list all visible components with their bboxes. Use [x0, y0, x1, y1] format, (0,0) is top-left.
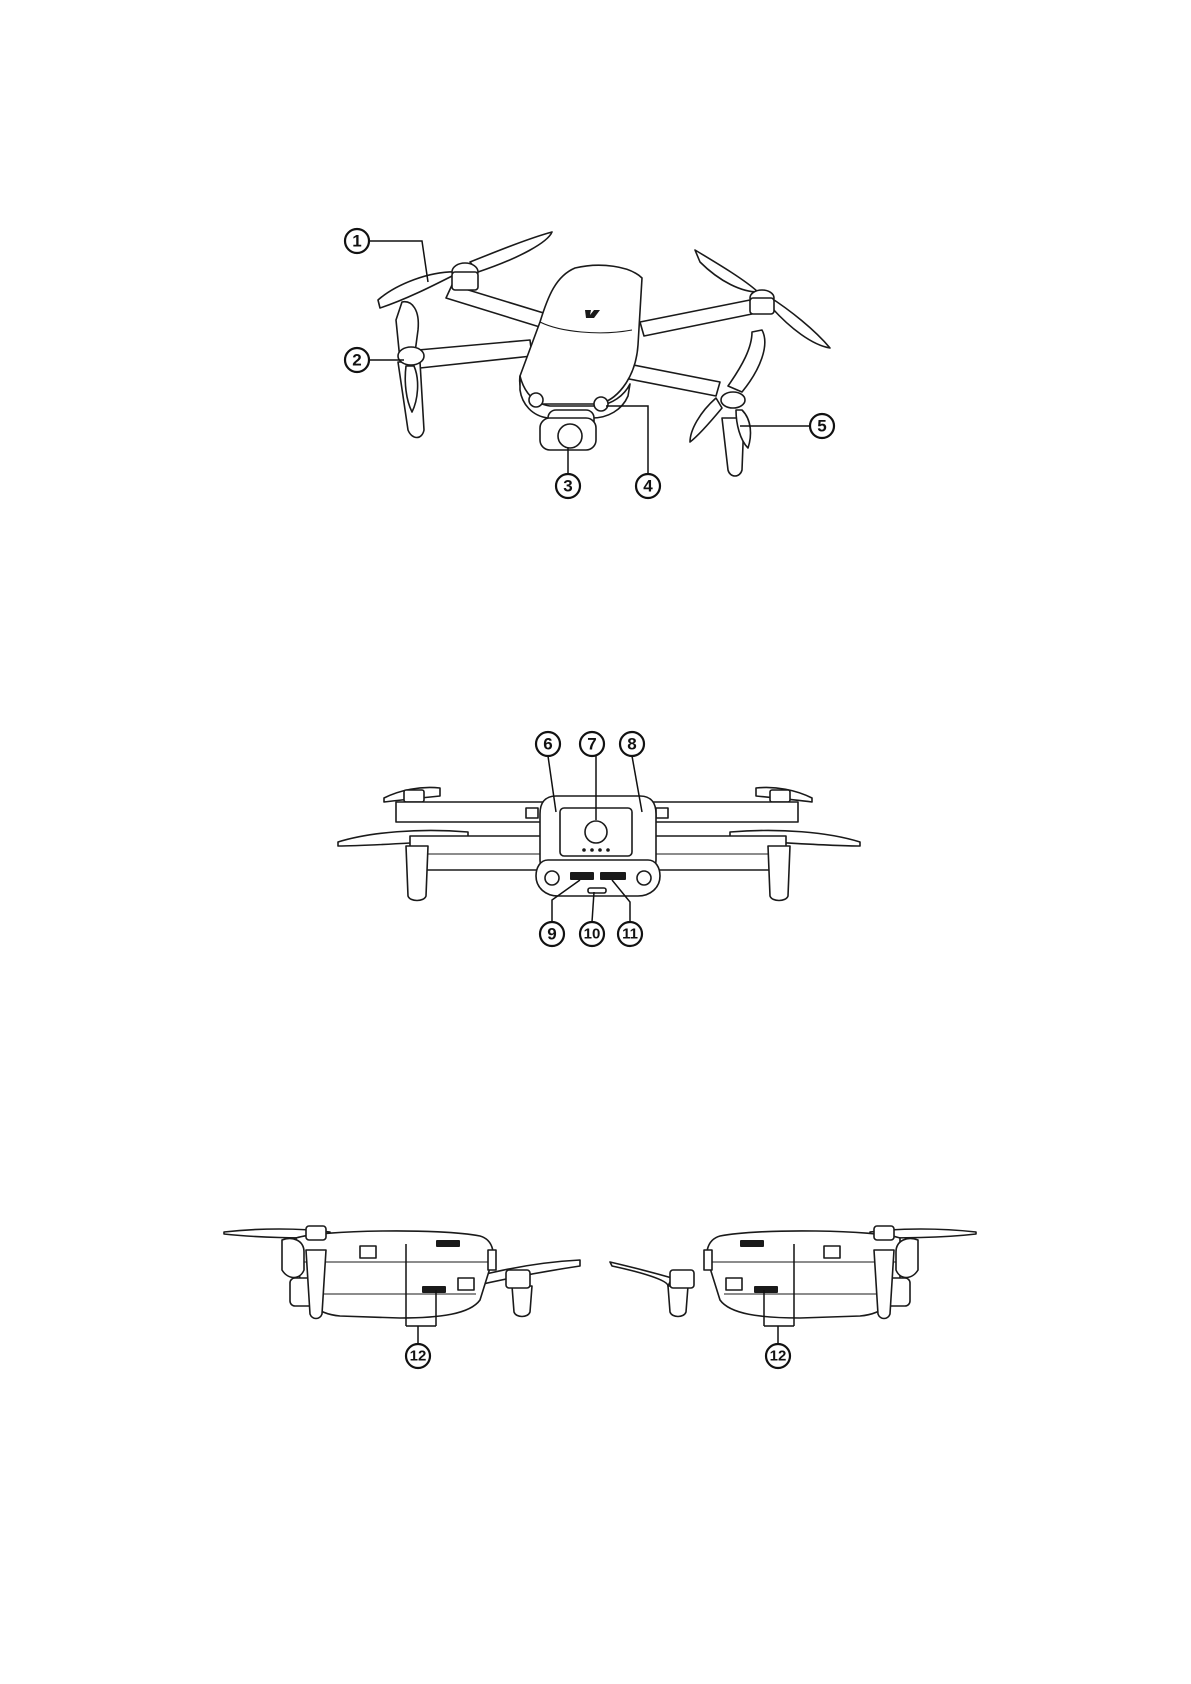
callout-5: 5 [810, 414, 834, 438]
callout-11: 11 [618, 922, 642, 946]
battery-led-2 [590, 848, 594, 852]
side-left-nose [282, 1239, 304, 1278]
rear-port-left [570, 872, 594, 880]
callout-3: 3 [556, 474, 580, 498]
leader-4 [606, 406, 648, 474]
propeller-rear-right-blade-2 [768, 296, 830, 348]
callout-10-label: 10 [584, 926, 601, 943]
side-left-rear-leg [512, 1286, 532, 1317]
arm-front-right-upper [728, 330, 765, 392]
side-right-rear-leg [668, 1286, 688, 1317]
callout-9-label: 9 [547, 925, 556, 944]
side-left-rear-arm-block [458, 1278, 474, 1290]
front-sensor-left [529, 393, 543, 407]
drone-side-view-left [224, 1226, 580, 1344]
drone-side-view-right [610, 1226, 976, 1344]
callout-12-right: 12 [766, 1344, 790, 1368]
side-right-mid-arm-block [824, 1246, 840, 1258]
leader-1 [370, 241, 428, 282]
callout-7-label: 7 [587, 735, 596, 754]
rear-port-right [600, 872, 626, 880]
battery-power-button [585, 821, 607, 843]
rear-arm-sensor-right [656, 808, 668, 818]
front-sensor-right [594, 397, 608, 411]
side-right-nose [896, 1239, 918, 1278]
side-right-rear-motor [670, 1270, 694, 1288]
side-left-front-motor [306, 1226, 326, 1240]
callout-6-label: 6 [543, 735, 552, 754]
callout-1-label: 1 [352, 232, 361, 251]
motor-rear-view-top-right [770, 790, 790, 802]
propeller-rear-left-blade-2 [470, 232, 552, 272]
side-right-rear-arm-block [726, 1278, 742, 1290]
side-right-body [707, 1231, 900, 1318]
front-left-arm [418, 340, 532, 368]
rear-right-arm [640, 300, 752, 336]
callout-8: 8 [620, 732, 644, 756]
motor-rear-right-body [750, 298, 774, 314]
side-left-front-leg [306, 1250, 326, 1319]
battery-led-1 [582, 848, 586, 852]
side-right-prop-lower [610, 1262, 672, 1286]
rear-arm-sensor-left [526, 808, 538, 818]
drone-body [520, 265, 642, 404]
usb-c-port [588, 888, 606, 893]
lower-arm-left [410, 836, 548, 870]
rear-sensor-right [637, 871, 651, 885]
callout-10: 10 [580, 922, 604, 946]
callout-8-label: 8 [627, 735, 636, 754]
front-right-arm [624, 364, 720, 396]
callout-9: 9 [540, 922, 564, 946]
side-left-port-upper [436, 1240, 460, 1247]
motor-front-right [721, 392, 745, 408]
side-left-mid-arm-block [360, 1246, 376, 1258]
battery-led-4 [606, 848, 610, 852]
rear-view-leg-right [768, 846, 790, 901]
side-left-port-lower [422, 1286, 446, 1293]
callout-3-label: 3 [563, 477, 572, 496]
side-right-rear-fin [704, 1250, 712, 1270]
rear-sensor-left [545, 871, 559, 885]
motor-front-left [398, 347, 424, 365]
callout-4-label: 4 [643, 477, 653, 496]
callout-2: 2 [345, 348, 369, 372]
callout-7: 7 [580, 732, 604, 756]
side-right-port-lower [754, 1286, 778, 1293]
drone-rear-view [338, 756, 860, 922]
side-right-port-upper [740, 1240, 764, 1247]
callout-12-right-label: 12 [770, 1348, 787, 1365]
side-left-rear-motor [506, 1270, 530, 1288]
callout-12-left: 12 [406, 1344, 430, 1368]
side-right-front-motor [874, 1226, 894, 1240]
battery-led-3 [598, 848, 602, 852]
side-left-body [296, 1231, 493, 1318]
propeller-rear-left [378, 272, 460, 308]
propeller-front-right [690, 398, 722, 442]
motor-rear-left-body [452, 272, 478, 290]
callout-12-left-label: 12 [410, 1348, 427, 1365]
lower-arm-right [646, 836, 786, 870]
drone-perspective-view [370, 232, 830, 476]
motor-rear-view-top-left [404, 790, 424, 802]
callout-6: 6 [536, 732, 560, 756]
callout-4: 4 [636, 474, 660, 498]
side-right-front-leg [874, 1250, 894, 1319]
propeller-rear-right [695, 250, 758, 292]
callout-2-label: 2 [352, 351, 361, 370]
gimbal-camera-lens [558, 424, 582, 448]
side-left-rear-fin [488, 1250, 496, 1270]
callout-11-label: 11 [622, 926, 638, 943]
callout-1: 1 [345, 229, 369, 253]
rear-view-leg-left [406, 846, 428, 901]
callout-5-label: 5 [817, 417, 826, 436]
